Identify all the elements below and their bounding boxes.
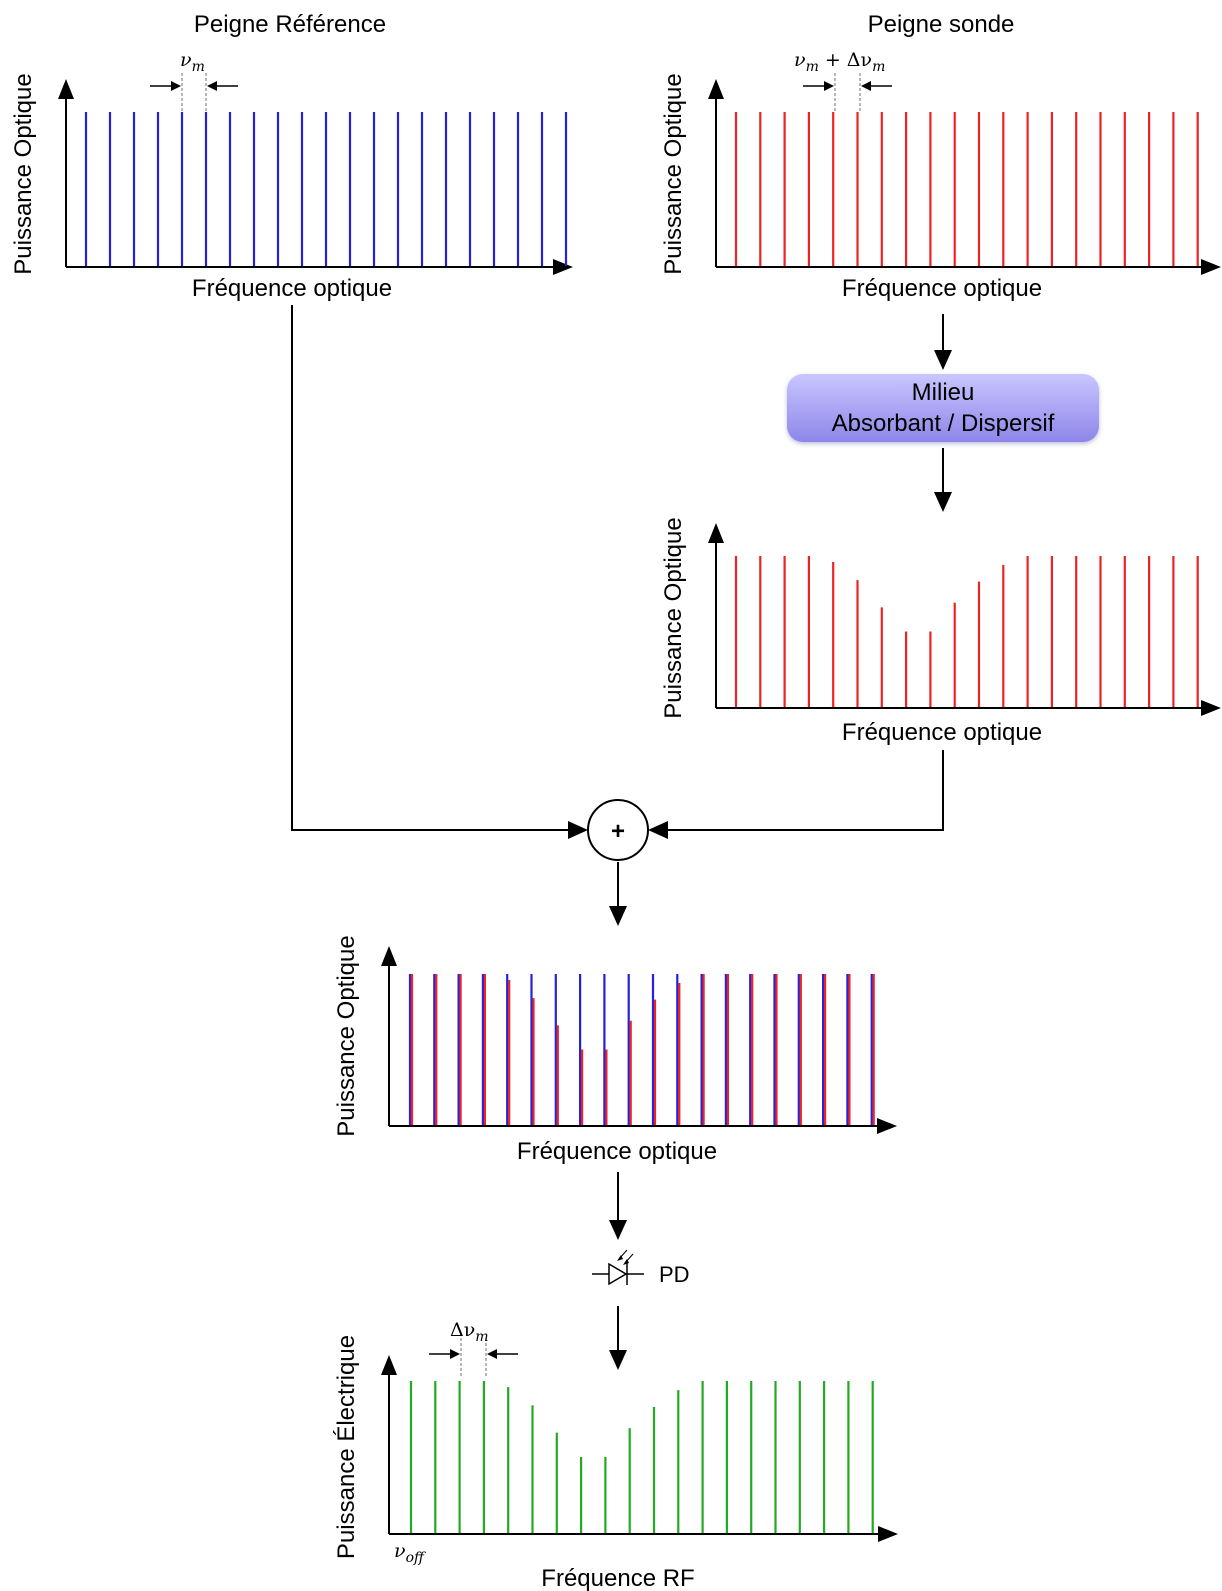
rf-comb-panel: Puissance Électrique Fréquence RF νoff Δ…	[333, 1319, 898, 1591]
rf-comb-lines	[409, 1381, 874, 1533]
absorbed-y-arrowhead	[708, 523, 724, 543]
rf-xlabel: Fréquence RF	[541, 1565, 694, 1591]
rf-spacing-annotation: Δνm	[429, 1319, 518, 1378]
medium-line2: Absorbant / Dispersif	[832, 410, 1055, 437]
reference-y-arrowhead	[58, 79, 74, 99]
absorbed-comb-lines	[734, 556, 1199, 707]
combined-xlabel: Fréquence optique	[517, 1138, 717, 1165]
probe-x-arrowhead	[1201, 259, 1221, 275]
medium-line1: Milieu	[912, 379, 975, 406]
reference-spacing-label: νm	[180, 49, 205, 75]
photodiode-label: PD	[659, 1262, 690, 1287]
absorbing-medium-box: Milieu Absorbant / Dispersif	[787, 374, 1099, 442]
reference-ylabel: Puissance Optique	[10, 73, 37, 274]
reference-xlabel: Fréquence optique	[192, 275, 392, 302]
combined-comb-lines	[408, 974, 875, 1125]
absorbed-xlabel: Fréquence optique	[842, 719, 1042, 746]
combined-comb-panel: Puissance Optique Fréquence optique	[333, 935, 897, 1165]
photodiode-icon: PD	[592, 1249, 690, 1287]
absorbed-x-arrowhead	[1201, 700, 1221, 716]
rf-y-arrowhead	[381, 1355, 397, 1375]
combined-to-pd-arrow	[609, 1172, 627, 1240]
reference-to-sum-connector	[291, 305, 588, 839]
rf-x-arrowhead	[878, 1526, 898, 1542]
rf-spacing-label: Δνm	[450, 1319, 489, 1345]
medium-to-absorbed-arrow	[934, 448, 952, 512]
rf-ylabel: Puissance Électrique	[333, 1335, 360, 1559]
probe-y-arrowhead	[708, 79, 724, 99]
combined-ylabel: Puissance Optique	[333, 935, 360, 1136]
sum-symbol: +	[611, 818, 625, 845]
probe-comb-panel: Peigne sonde Puissance Optique Fréquence…	[660, 11, 1221, 302]
reference-comb-panel: Peigne Référence Puissance Optique Fréqu…	[10, 11, 573, 302]
probe-to-medium-arrow	[934, 314, 952, 370]
reference-x-arrowhead	[553, 259, 573, 275]
rf-offset-label: νoff	[394, 1540, 426, 1566]
combined-y-arrowhead	[381, 946, 397, 966]
absorbed-to-sum-connector	[648, 750, 944, 839]
probe-comb-lines	[734, 112, 1199, 266]
probe-spacing-annotation: νm+ Δνm	[794, 49, 892, 113]
sum-node: +	[587, 799, 649, 861]
probe-ylabel: Puissance Optique	[660, 73, 687, 274]
reference-spacing-annotation: νm	[150, 49, 238, 113]
absorbed-ylabel: Puissance Optique	[660, 517, 687, 718]
reference-comb-lines	[84, 112, 568, 266]
probe-title: Peigne sonde	[868, 11, 1015, 38]
reference-title: Peigne Référence	[194, 11, 386, 38]
pd-to-rf-arrow	[609, 1306, 627, 1370]
combined-x-arrowhead	[877, 1118, 897, 1134]
absorbed-comb-panel: Puissance Optique Fréquence optique	[660, 517, 1221, 746]
probe-spacing-label: νm+ Δνm	[794, 49, 885, 75]
sum-to-combined-arrow	[609, 862, 627, 926]
probe-xlabel: Fréquence optique	[842, 275, 1042, 302]
